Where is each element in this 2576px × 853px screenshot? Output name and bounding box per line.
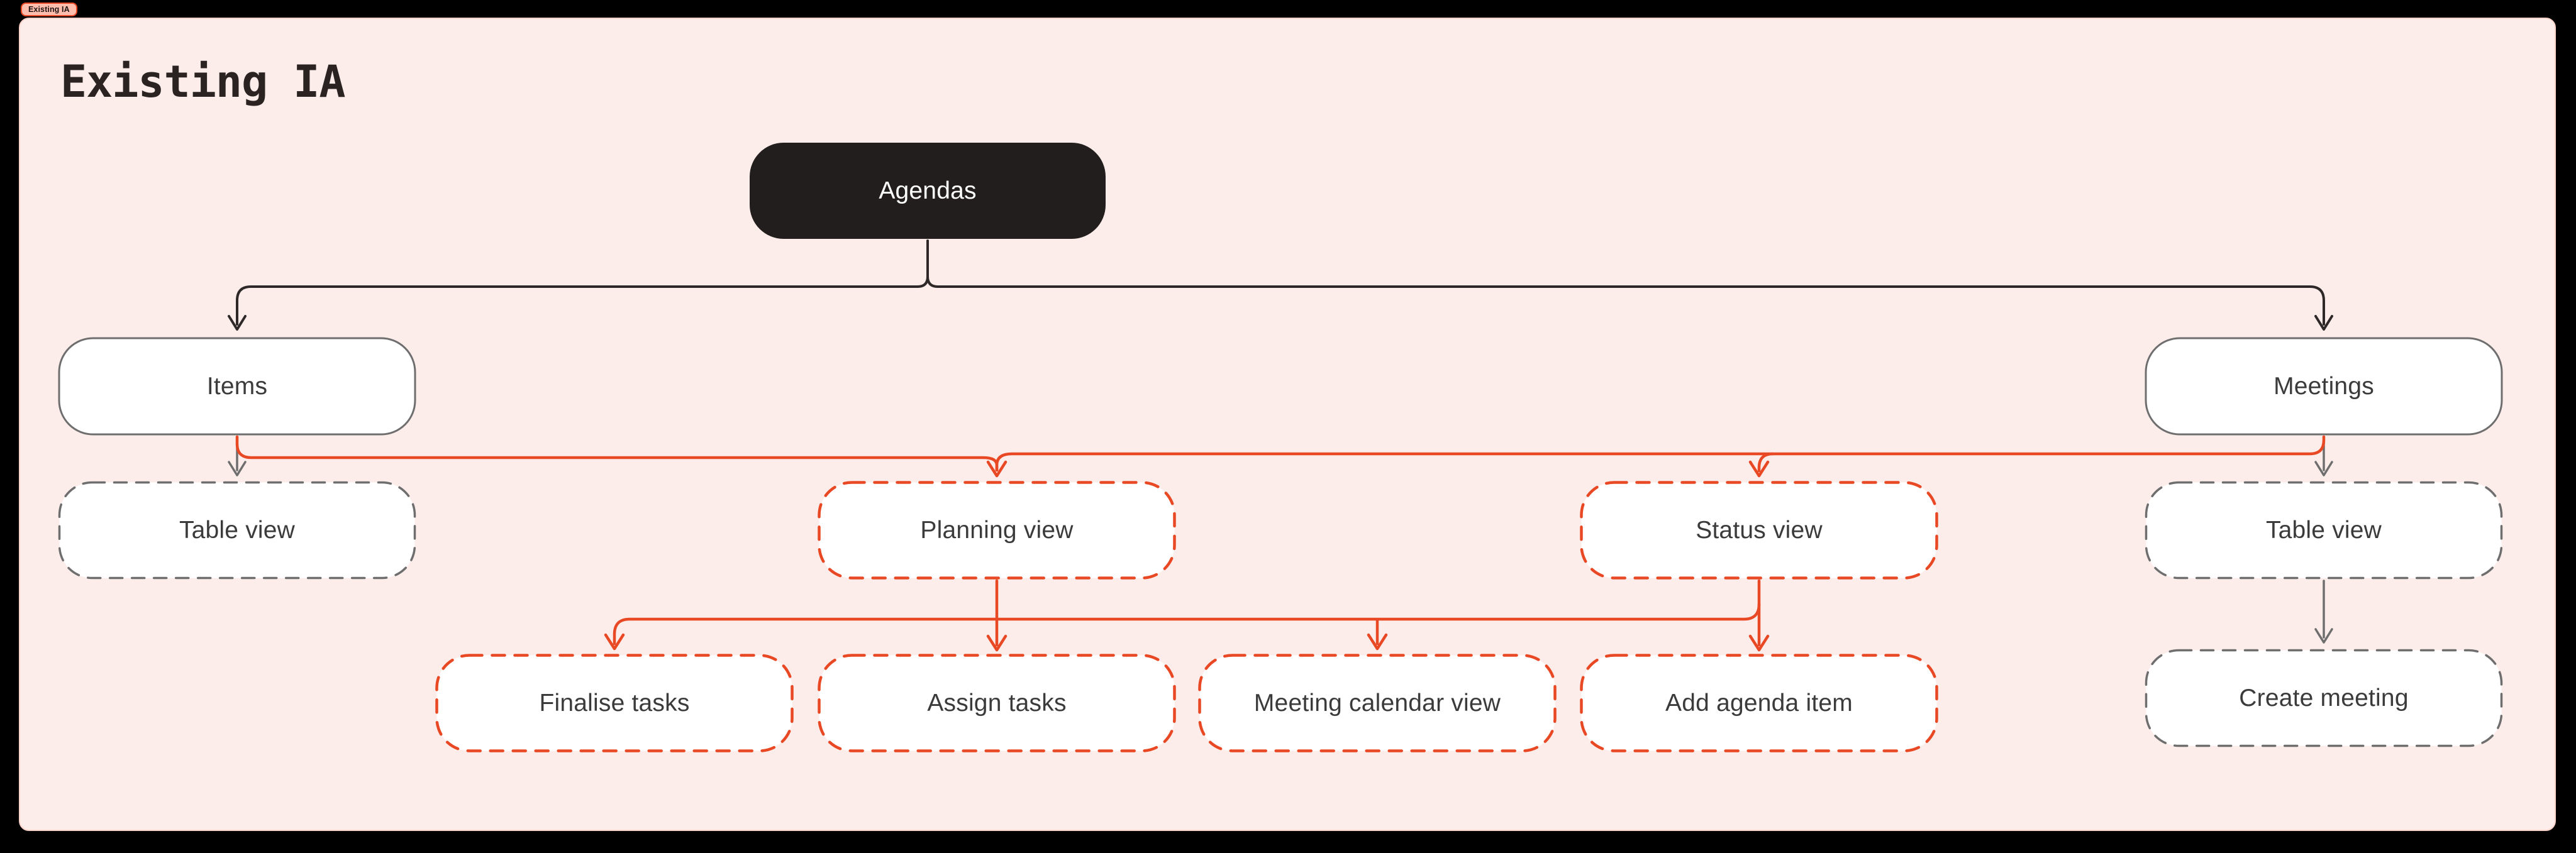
connector-status-finalise-tasks[interactable] xyxy=(604,602,1761,651)
connector-agendas-meetings[interactable] xyxy=(926,239,2333,331)
node-label: Status view xyxy=(1696,516,1823,544)
node-label: Add agenda item xyxy=(1665,689,1853,717)
connector-rail-meeting-calendar-view[interactable] xyxy=(1367,618,1388,651)
node-shape xyxy=(818,481,1176,580)
node-planning-view[interactable]: Planning view xyxy=(818,481,1176,580)
node-shape xyxy=(1580,654,1938,752)
node-meetings[interactable]: Meetings xyxy=(2145,337,2503,436)
node-shape xyxy=(58,337,416,436)
node-label: Agendas xyxy=(879,177,977,204)
node-shape xyxy=(1198,654,1557,752)
node-table-view-meetings[interactable]: Table view xyxy=(2145,481,2503,580)
node-shape xyxy=(58,481,416,580)
node-meeting-calendar-view[interactable]: Meeting calendar view xyxy=(1198,654,1557,752)
node-label: Table view xyxy=(2265,516,2382,544)
node-label: Finalise tasks xyxy=(539,689,690,717)
connector-items-planning-view[interactable] xyxy=(235,435,999,472)
node-label: Assign tasks xyxy=(927,689,1067,717)
node-shape xyxy=(750,143,1106,239)
node-agendas[interactable]: Agendas xyxy=(748,141,1107,240)
node-shape xyxy=(2145,481,2503,580)
node-shape xyxy=(2145,649,2503,747)
connector-planning-assign-tasks[interactable] xyxy=(986,579,1008,652)
node-label: Table view xyxy=(179,516,296,544)
connector-table-view-create-meeting[interactable] xyxy=(2314,580,2333,644)
node-add-agenda-item[interactable]: Add agenda item xyxy=(1580,654,1938,752)
node-shape xyxy=(2145,337,2503,436)
node-create-meeting[interactable]: Create meeting xyxy=(2145,649,2503,747)
node-table-view-items[interactable]: Table view xyxy=(58,481,416,580)
connector-meetings-planning-view[interactable] xyxy=(986,435,2326,478)
connector-agendas-items[interactable] xyxy=(228,239,929,331)
node-shape xyxy=(435,654,794,752)
section-name-tab[interactable]: Existing IA xyxy=(21,3,77,16)
node-shape xyxy=(818,654,1176,752)
node-label: Items xyxy=(206,372,268,400)
section-name-label: Existing IA xyxy=(28,5,70,14)
node-items[interactable]: Items xyxy=(58,337,416,436)
node-finalise-tasks[interactable]: Finalise tasks xyxy=(435,654,794,752)
node-shape xyxy=(1580,481,1938,580)
node-label: Meeting calendar view xyxy=(1253,689,1501,717)
node-label: Meetings xyxy=(2273,372,2374,400)
node-label: Planning view xyxy=(920,516,1074,544)
connector-rail-status-view[interactable] xyxy=(1748,452,1775,478)
connector-status-add-agenda-item[interactable] xyxy=(1748,579,1770,652)
node-status-view[interactable]: Status view xyxy=(1580,481,1938,580)
page-title[interactable]: Existing IA xyxy=(60,56,346,107)
node-assign-tasks[interactable]: Assign tasks xyxy=(818,654,1176,752)
node-label: Create meeting xyxy=(2239,684,2409,712)
